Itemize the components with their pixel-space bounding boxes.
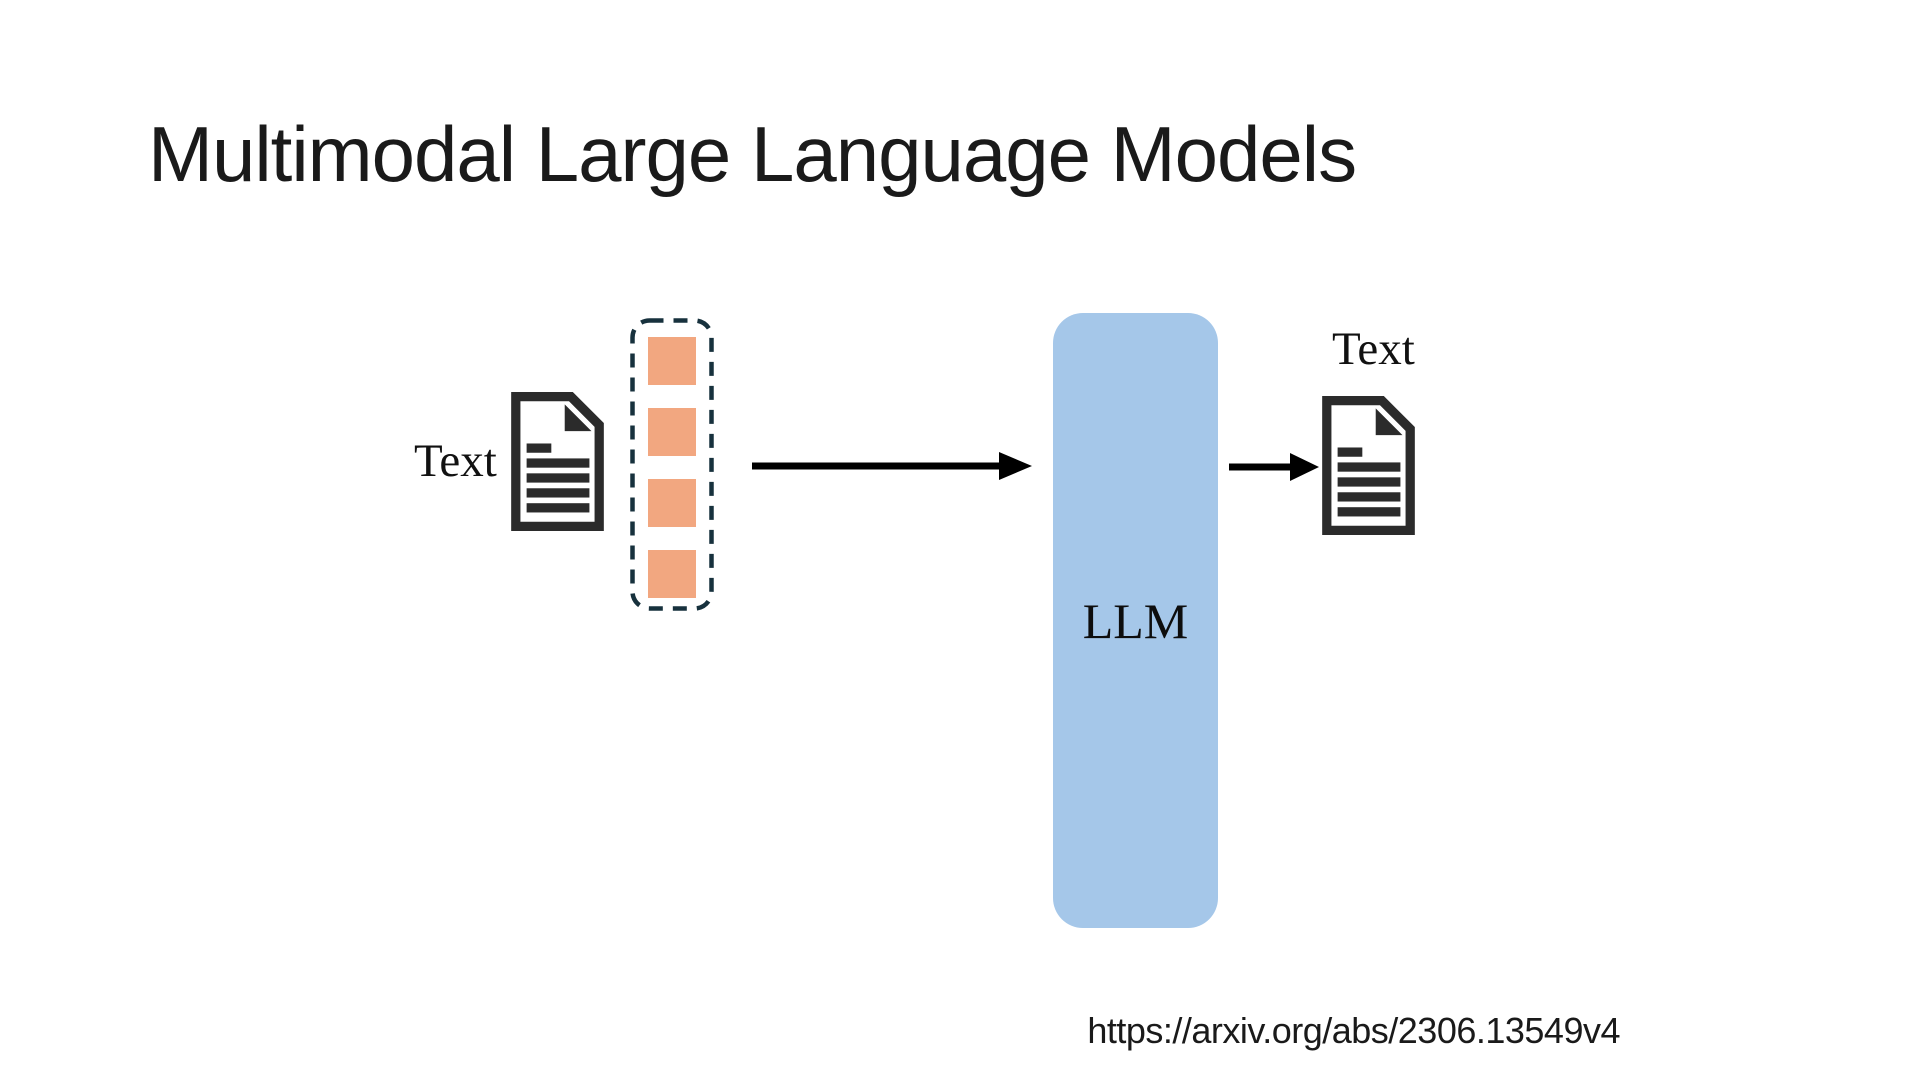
document-icon [1317, 396, 1420, 535]
llm-box: LLM [1053, 313, 1218, 928]
slide-title: Multimodal Large Language Models [148, 110, 1357, 198]
document-icon-svg [1322, 396, 1415, 535]
input-text-label: Text [414, 435, 497, 487]
token-box [630, 318, 714, 611]
token-box-dashed-border [630, 318, 714, 611]
token-square [648, 479, 696, 527]
token-square [648, 337, 696, 385]
arrow-right-icon [1229, 450, 1321, 489]
document-icon [506, 392, 609, 531]
llm-label: LLM [1082, 592, 1189, 649]
document-icon-svg [511, 392, 604, 531]
output-text-label: Text [1332, 323, 1415, 375]
token-square [648, 408, 696, 456]
source-link: https://arxiv.org/abs/2306.13549v4 [1087, 1010, 1620, 1051]
token-stack [630, 318, 714, 611]
arrow-right-icon [752, 449, 1032, 488]
token-square [648, 550, 696, 598]
